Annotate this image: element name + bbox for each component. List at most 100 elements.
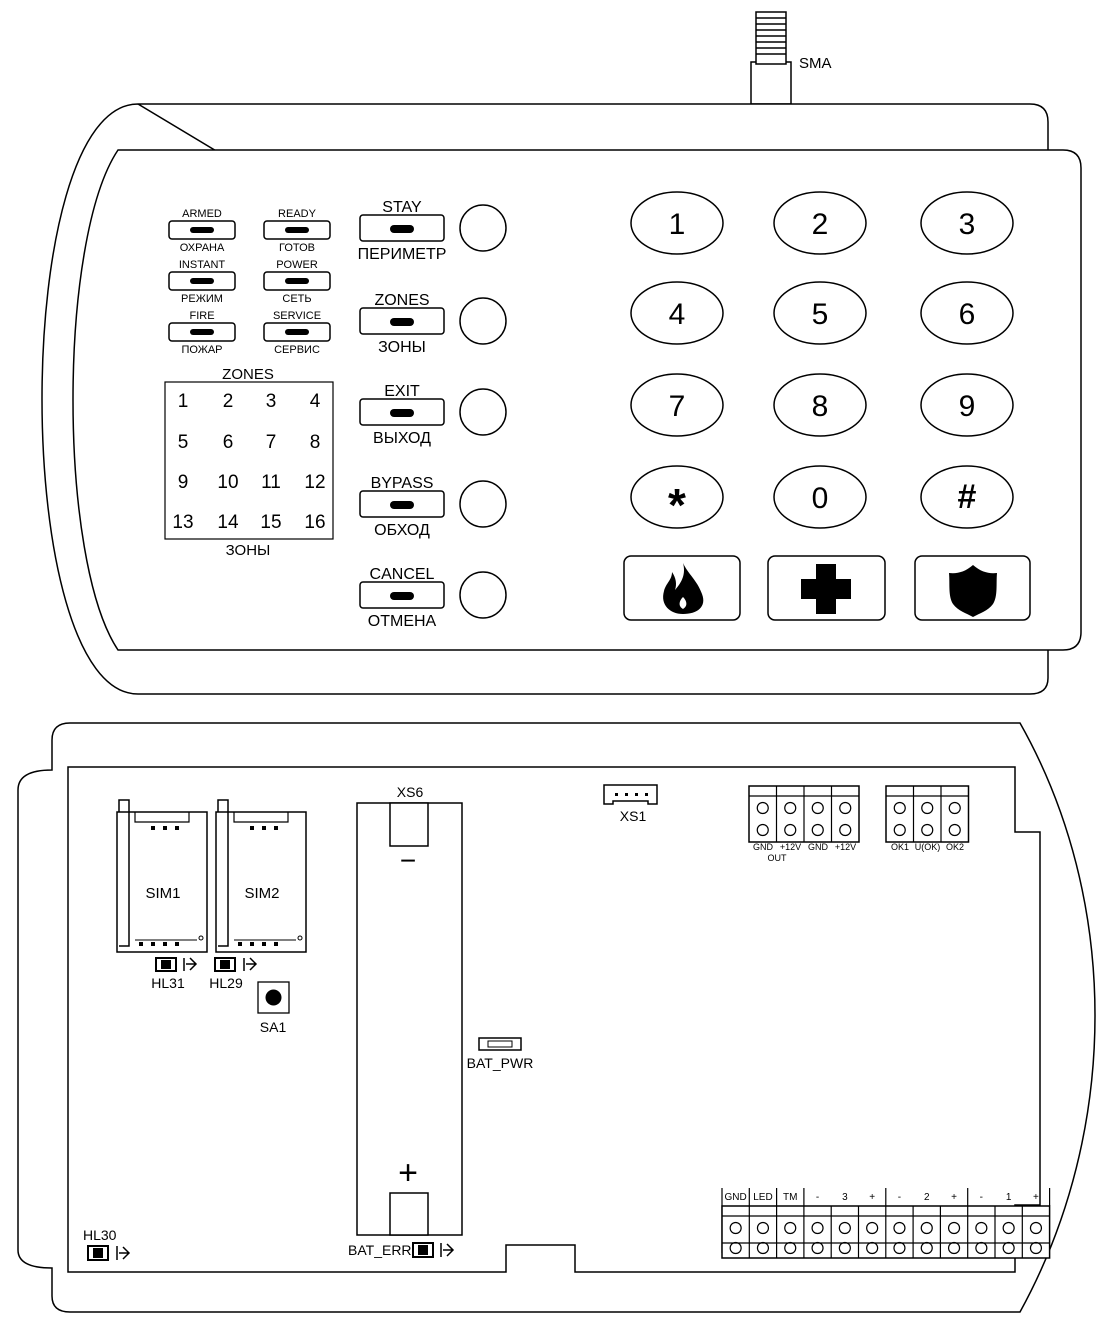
function-round-button[interactable] (459, 297, 507, 345)
function-label-top: ZONES (374, 292, 429, 309)
terminal-screw[interactable] (838, 1221, 851, 1235)
terminal-screw[interactable] (784, 1241, 797, 1255)
terminal-screw[interactable] (920, 1241, 933, 1255)
terminal-screw[interactable] (784, 823, 797, 837)
terminal-screw[interactable] (1029, 1221, 1043, 1235)
key-3-button[interactable]: 3 (920, 191, 1014, 255)
xs1-connector (603, 784, 658, 805)
indicator-label-bottom: СЕТЬ (282, 293, 311, 305)
function-round-button[interactable] (459, 571, 507, 619)
terminal-screw[interactable] (784, 801, 797, 815)
sa1-label: SA1 (260, 1019, 287, 1035)
terminal-label: U(OK) (915, 842, 941, 852)
function-label-bottom: ВЫХОД (373, 430, 431, 447)
key-2-button[interactable]: 2 (773, 191, 867, 255)
terminal-screw[interactable] (893, 823, 906, 837)
indicator-led (285, 329, 309, 335)
key-hash-button[interactable]: # (920, 465, 1014, 529)
hl29-label: HL29 (209, 975, 243, 991)
terminal-screw[interactable] (948, 823, 961, 837)
key-label: 6 (959, 298, 976, 331)
key-5-button[interactable]: 5 (773, 281, 867, 345)
indicator-led (190, 278, 214, 284)
terminal-screw[interactable] (948, 801, 961, 815)
zone-number: 15 (260, 512, 281, 533)
zone-number: 13 (172, 512, 193, 533)
terminal-screw[interactable] (975, 1221, 988, 1235)
terminal-screw[interactable] (784, 1221, 797, 1235)
key-star-button[interactable]: * (630, 465, 724, 531)
terminal-screw[interactable] (947, 1241, 961, 1255)
terminal-screw[interactable] (756, 1221, 770, 1235)
terminal-sublabel: OUT (768, 853, 788, 863)
terminal-screw[interactable] (921, 823, 934, 837)
function-led (390, 225, 414, 233)
terminal-screw[interactable] (811, 1221, 824, 1235)
function-led (390, 409, 414, 417)
key-9-button[interactable]: 9 (920, 373, 1014, 437)
terminal-label: - (816, 1192, 819, 1203)
indicator-label-bottom: ОХРАНА (180, 242, 225, 254)
terminal-screw[interactable] (893, 1241, 906, 1255)
terminal-screw[interactable] (866, 1241, 879, 1255)
terminal-screw[interactable] (893, 801, 906, 815)
terminal-screw[interactable] (756, 801, 769, 815)
battery-holder (356, 802, 463, 1236)
terminal-screw[interactable] (1029, 1241, 1043, 1255)
zone-number: 4 (310, 391, 321, 412)
key-4-button[interactable]: 4 (630, 281, 724, 345)
panic-fire-button[interactable] (623, 555, 741, 621)
panic-police-button[interactable] (914, 555, 1031, 621)
sim-label: SIM1 (145, 885, 180, 902)
terminal-screw[interactable] (811, 1241, 824, 1255)
terminal-screw[interactable] (1002, 1241, 1015, 1255)
key-label: 1 (669, 208, 686, 241)
terminal-screw[interactable] (756, 1241, 770, 1255)
indicator-label-top: READY (278, 208, 317, 220)
terminal-screw[interactable] (756, 823, 769, 837)
terminal-screw[interactable] (811, 801, 824, 815)
terminal-screw[interactable] (893, 1221, 906, 1235)
terminal-screw[interactable] (839, 823, 852, 837)
terminal-label: - (980, 1192, 983, 1203)
terminal-screw[interactable] (920, 1221, 933, 1235)
key-1-button[interactable]: 1 (630, 191, 724, 255)
key-label: 9 (959, 390, 976, 423)
terminal-screw[interactable] (838, 1241, 851, 1255)
key-7-button[interactable]: 7 (630, 373, 724, 437)
function-led (390, 592, 414, 600)
terminal-label: +12V (835, 842, 856, 852)
terminal-screw[interactable] (921, 801, 934, 815)
indicator-label-top: INSTANT (179, 259, 226, 271)
indicator-label-top: FIRE (189, 310, 214, 322)
terminal-screw[interactable] (947, 1221, 961, 1235)
key-label: 2 (812, 208, 829, 241)
terminal-screw[interactable] (811, 823, 824, 837)
terminal-screw[interactable] (975, 1241, 988, 1255)
function-round-button[interactable] (459, 204, 507, 252)
key-8-button[interactable]: 8 (773, 373, 867, 437)
function-round-button[interactable] (459, 388, 507, 436)
panic-medical-button[interactable] (767, 555, 886, 621)
terminal-screw[interactable] (729, 1241, 742, 1255)
indicator-label-top: POWER (276, 259, 318, 271)
terminal-screw[interactable] (1002, 1221, 1015, 1235)
led-hl30 (87, 1245, 131, 1261)
terminal-screw[interactable] (729, 1221, 742, 1235)
terminal-screw[interactable] (839, 801, 852, 815)
sa1-button[interactable] (257, 981, 290, 1014)
function-round-button[interactable] (459, 480, 507, 528)
key-0-button[interactable]: 0 (773, 465, 867, 529)
terminal-label: GND (808, 842, 829, 852)
bat-pwr-jumper[interactable] (478, 1037, 522, 1051)
terminal-label: 1 (1006, 1192, 1012, 1203)
terminal-screw[interactable] (866, 1221, 879, 1235)
key-6-button[interactable]: 6 (920, 281, 1014, 345)
